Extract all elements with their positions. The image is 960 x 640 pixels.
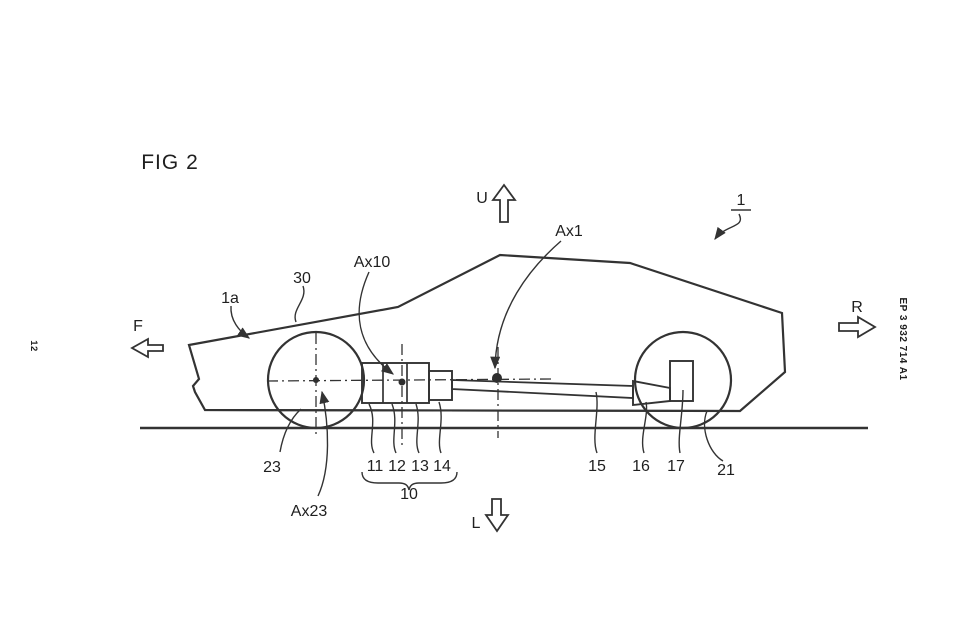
label-propeller-shaft: 15 (588, 458, 606, 475)
car-body-outline (187, 253, 787, 413)
label-part13: 13 (411, 458, 429, 475)
leader-front-structure (294, 285, 305, 323)
figure-title: FIG 2 (141, 151, 199, 174)
label-vehicle: 1 (737, 192, 746, 209)
leader-unit-axis (358, 271, 395, 375)
leader-differential (641, 401, 648, 454)
rear-wheel (633, 330, 733, 430)
front-arrow-icon (130, 337, 164, 359)
label-front-body: 1a (221, 290, 239, 307)
label-rear-wheel: 21 (717, 462, 735, 479)
down-arrow-icon (484, 498, 510, 533)
leader-part11 (368, 403, 375, 454)
label-differential: 16 (632, 458, 650, 475)
leader-rear-unit (678, 389, 684, 454)
up-arrow-icon (491, 183, 517, 223)
page-number: 12 (28, 340, 39, 352)
label-part12: 12 (388, 458, 406, 475)
leader-front-wheel-axis (317, 390, 330, 497)
leader-rear-wheel (703, 410, 724, 462)
leader-propeller-shaft (594, 391, 598, 454)
direction-rear-label: R (851, 299, 863, 316)
propeller-shaft (451, 379, 634, 399)
label-front-structure: 30 (293, 270, 311, 287)
label-rear-unit: 17 (667, 458, 685, 475)
publication-number: EP 3 932 714 A1 (897, 297, 908, 380)
label-unit-axis: Ax10 (354, 254, 391, 271)
leader-front-wheel (279, 408, 302, 453)
leader-part12 (391, 403, 397, 454)
label-front-wheel: 23 (263, 459, 281, 476)
label-unit-group: 10 (400, 486, 418, 503)
ax10-center-dot (398, 378, 406, 386)
label-part14: 14 (433, 458, 451, 475)
label-shaft-axis: Ax1 (555, 223, 583, 240)
drive-unit-housing (361, 362, 430, 404)
differential-housing (632, 379, 671, 407)
leader-part13 (415, 403, 420, 454)
rear-drive-device (669, 360, 694, 402)
leader-front-body (230, 305, 251, 339)
drive-unit-end-section (428, 370, 453, 401)
leader-part14 (438, 401, 442, 454)
front-wheel-center-dot (313, 377, 319, 383)
direction-front-label: F (133, 318, 143, 335)
rear-arrow-icon (838, 315, 877, 339)
horizontal-centerline (266, 378, 553, 382)
leader-shaft-axis (490, 240, 562, 370)
direction-down-label: L (472, 515, 481, 532)
unit-group-brace (361, 471, 458, 491)
ax1-center-dot (492, 373, 502, 383)
label-front-wheel-axis: Ax23 (291, 503, 328, 520)
label-part11: 11 (367, 458, 384, 475)
direction-up-label: U (476, 190, 488, 207)
leader-vehicle (714, 213, 742, 241)
